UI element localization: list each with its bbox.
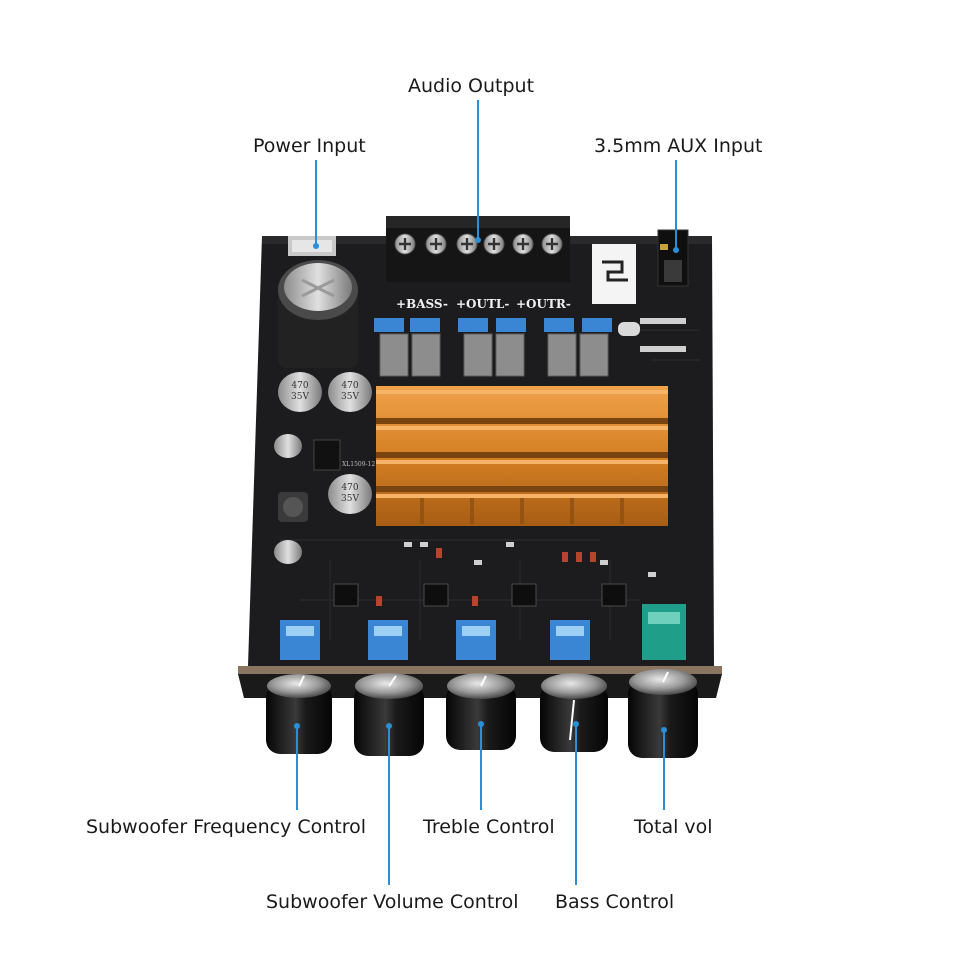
knob-subwoofer-volume <box>354 673 424 756</box>
knob-subwoofer-frequency <box>266 674 332 754</box>
svg-text:35V: 35V <box>341 392 359 402</box>
heatsink <box>376 386 668 526</box>
power-jack <box>288 236 336 256</box>
label-bass: +BASS- <box>396 297 448 311</box>
aux-jack <box>657 229 689 287</box>
callout-audio-output: Audio Output <box>408 75 535 97</box>
op-amp-chips <box>333 583 627 607</box>
inductor <box>278 492 308 522</box>
label-outl: +OUTL- <box>456 297 509 311</box>
crystal <box>618 322 640 336</box>
knob-treble <box>446 673 516 750</box>
knob-total-volume <box>628 669 698 758</box>
svg-text:XL1509-12: XL1509-12 <box>342 461 375 468</box>
callout-power-input: Power Input <box>253 135 366 157</box>
bluetooth-module-icon <box>592 244 636 304</box>
knob-bass <box>540 673 608 752</box>
svg-text:35V: 35V <box>341 494 359 504</box>
callout-bass: Bass Control <box>555 891 675 913</box>
callout-total-vol: Total vol <box>634 816 713 838</box>
main-capacitor <box>278 260 358 368</box>
svg-text:35V: 35V <box>291 392 309 402</box>
regulator-chip: XL1509-12 <box>313 439 375 471</box>
capacitor-470-c: 470 35V <box>328 474 372 514</box>
callout-subwoofer-volume: Subwoofer Volume Control <box>266 891 519 913</box>
callout-aux-input: 3.5mm AUX Input <box>594 135 763 157</box>
svg-text:470: 470 <box>291 381 308 391</box>
callout-subwoofer-frequency: Subwoofer Frequency Control <box>86 816 367 838</box>
callout-lines <box>294 100 679 885</box>
potentiometers <box>280 604 686 660</box>
capacitor-470-a: 470 35V <box>278 372 322 412</box>
capacitor-small-a <box>274 434 302 458</box>
output-inductors <box>379 333 609 377</box>
svg-text:470: 470 <box>341 381 358 391</box>
svg-text:470: 470 <box>341 483 358 493</box>
label-outr: +OUTR- <box>516 297 571 311</box>
blue-capacitor-row <box>374 318 612 332</box>
capacitor-470-b: 470 35V <box>328 372 372 412</box>
capacitor-small-b <box>274 540 302 564</box>
terminal-labels: +BASS- +OUTL- +OUTR- <box>396 297 571 311</box>
knob-icon <box>266 669 698 758</box>
callout-treble: Treble Control <box>423 816 555 838</box>
